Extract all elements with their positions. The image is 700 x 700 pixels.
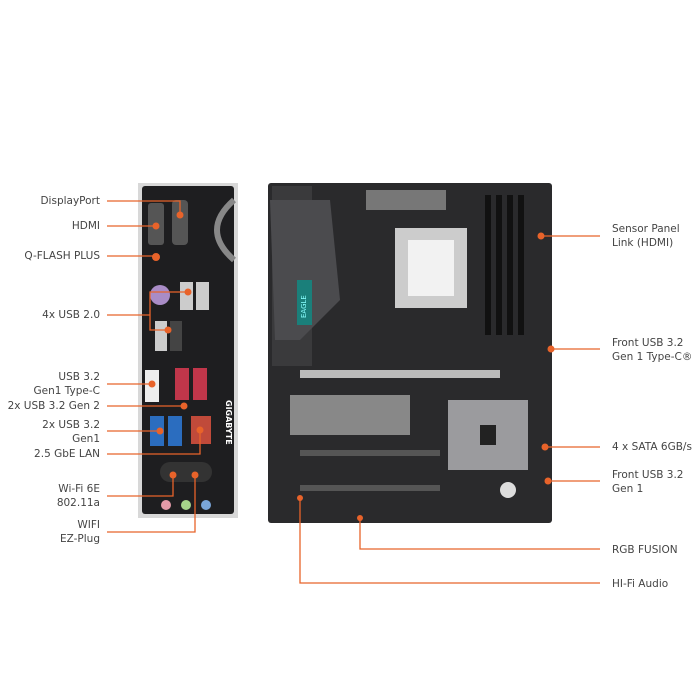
label-front-usb-typec: Front USB 3.2 Gen 1 Type-C® [612,337,693,363]
label-hifi-audio: HI-Fi Audio [612,578,669,590]
label-qflash-plus: Q-FLASH PLUS [24,250,100,262]
ps2-port [150,285,170,305]
label-lan: 2.5 GbE LAN [34,448,100,460]
leader-lines [107,200,600,584]
label-displayport: DisplayPort [40,195,100,207]
qflash-button [152,253,160,261]
label-hdmi: HDMI [71,220,100,232]
label-sata: 4 x SATA 6GB/s [612,441,692,453]
label-sensor-panel: Sensor Panel Link (HDMI) [612,223,680,249]
label-front-usb-gen1: Front USB 3.2 Gen 1 [612,469,684,495]
label-wifi-ezplug: WIFI EZ-Plug [59,519,100,545]
label-usb32-gen1: 2x USB 3.2 Gen1 [42,419,100,445]
label-usb32-gen1-typec: USB 3.2 Gen1 Type-C [33,371,100,397]
hdmi-port [172,200,188,245]
io-panel: GIGABYTE [138,183,238,518]
io-brand: GIGABYTE [224,400,233,445]
motherboard: EAGLE [268,183,552,523]
label-wifi6e: Wi-Fi 6E 802.11a [56,483,100,509]
heatsink-logo: EAGLE [300,295,308,318]
label-usb20: 4x USB 2.0 [42,309,100,321]
label-rgb-fusion: RGB FUSION [612,544,678,556]
label-usb32-gen2: 2x USB 3.2 Gen 2 [7,400,100,412]
